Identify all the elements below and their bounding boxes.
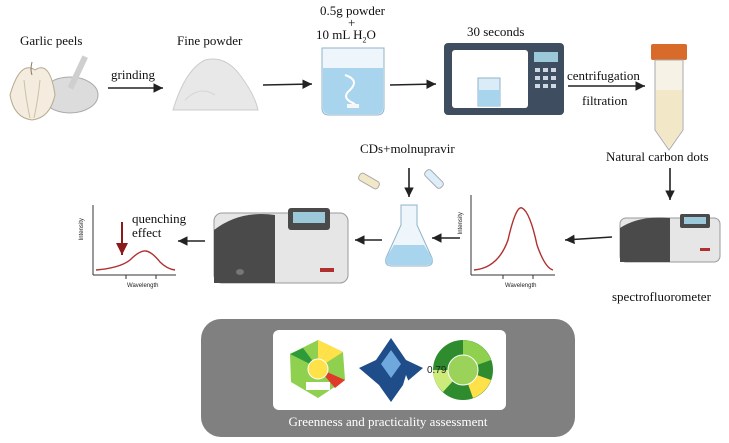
- thirty-seconds-label: 30 seconds: [467, 24, 525, 39]
- bagi-score: 0.79: [427, 365, 447, 376]
- quenching-label: quenching: [132, 211, 187, 226]
- fluorescence-plot-right: [470, 195, 555, 279]
- centrifugation-label: centrifugation: [567, 68, 640, 83]
- fine-powder-label: Fine powder: [177, 33, 243, 48]
- pictograms-graphic: [290, 338, 493, 402]
- spectrofluorometer-label: spectrofluorometer: [612, 289, 711, 304]
- plus-label: +: [348, 15, 356, 30]
- greenness-label: Greenness and practicality assessment: [288, 414, 488, 429]
- vial-icon: [358, 169, 444, 190]
- wavelength-axis-right: Wavelength: [505, 283, 537, 289]
- water-amount-label: 10 mL H2O: [316, 27, 376, 45]
- complex-gapi-icon: [359, 338, 423, 402]
- wavelength-axis-left: Wavelength: [127, 283, 159, 289]
- grinding-label: grinding: [111, 67, 156, 82]
- intensity-axis-right: Intensity: [457, 212, 464, 235]
- filtration-label: filtration: [582, 93, 628, 108]
- agree-pictogram-icon: [290, 340, 345, 398]
- cds-molnupiravir-label: CDs+molnupravir: [360, 141, 455, 156]
- natural-carbon-dots-label: Natural carbon dots: [606, 149, 709, 164]
- flask-icon: [385, 204, 433, 267]
- centrifuge-tube-icon: [651, 44, 687, 151]
- garlic-icon: [9, 55, 99, 121]
- powder-pile-icon: [172, 58, 259, 111]
- fluorescence-plot-left: [92, 205, 176, 279]
- spectrofluorometer-icon: [619, 214, 721, 263]
- effect-label: effect: [132, 225, 162, 240]
- beaker-icon: [321, 47, 385, 116]
- intensity-axis-left: Intensity: [78, 218, 85, 241]
- greenness-pictograms: [273, 330, 506, 410]
- spectrofluorometer-icon: [213, 208, 349, 284]
- bagi-pictogram-icon: [433, 340, 493, 400]
- powder-amount-label: 0.5g powder: [320, 3, 385, 18]
- microwave-icon: [444, 43, 564, 115]
- garlic-peels-label: Garlic peels: [20, 33, 83, 48]
